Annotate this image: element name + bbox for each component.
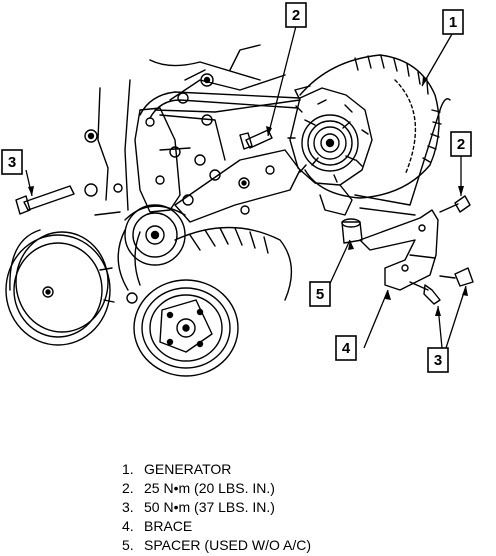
leader-lines [25, 25, 467, 349]
callout-bolt-right: 2 [450, 131, 472, 157]
callout-spacer: 5 [309, 281, 331, 307]
mounting-bracket [134, 107, 301, 223]
legend-number: 4. [122, 518, 134, 534]
idler-pulley [124, 204, 186, 266]
svg-text:3: 3 [434, 352, 442, 369]
legend-text: BRACE [144, 518, 193, 534]
legend-text: SPACER (USED W/O A/C) [144, 537, 311, 553]
leader-arrowheads [28, 76, 468, 316]
legend-item: 3. 50 N•m (37 LBS. IN.) [122, 498, 311, 517]
generator [287, 54, 442, 216]
svg-text:2: 2 [457, 136, 465, 153]
spacer [341, 218, 363, 244]
svg-text:1: 1 [449, 14, 457, 31]
callout-bolt-top: 2 [285, 2, 307, 28]
legend-number: 2. [122, 480, 134, 496]
parts-legend: 1. GENERATOR 2. 25 N•m (20 LBS. IN.) 3. 50 … [122, 460, 311, 555]
legend-number: 3. [122, 499, 134, 515]
callout-bolt-left: 3 [1, 149, 23, 175]
crankshaft-pulley [5, 229, 115, 346]
legend-item: 4. BRACE [122, 517, 311, 536]
generator-mounting-diagram: 1 2 2 3 5 4 3 [1, 2, 474, 377]
svg-text:2: 2 [292, 7, 300, 24]
bolt-heads [84, 73, 275, 304]
callout-generator: 1 [442, 9, 464, 35]
legend-text: 25 N•m (20 LBS. IN.) [144, 480, 275, 496]
legend-number: 5. [122, 537, 134, 553]
svg-text:5: 5 [316, 286, 324, 303]
legend-number: 1. [122, 461, 134, 477]
brace [359, 209, 439, 291]
callout-brace: 4 [335, 335, 357, 361]
callout-bolt-bottom: 3 [427, 347, 449, 373]
drive-belt [117, 91, 451, 291]
svg-text:4: 4 [342, 340, 351, 357]
engine-outline [94, 44, 301, 216]
legend-item: 5. SPACER (USED W/O A/C) [122, 536, 311, 555]
ac-compressor [133, 226, 293, 377]
large-bolts [15, 185, 474, 305]
legend-item: 1. GENERATOR [122, 460, 311, 479]
legend-text: 50 N•m (37 LBS. IN.) [144, 499, 275, 515]
legend-item: 2. 25 N•m (20 LBS. IN.) [122, 479, 311, 498]
svg-text:3: 3 [8, 154, 16, 171]
small-bolts [239, 129, 471, 213]
legend-text: GENERATOR [144, 461, 232, 477]
